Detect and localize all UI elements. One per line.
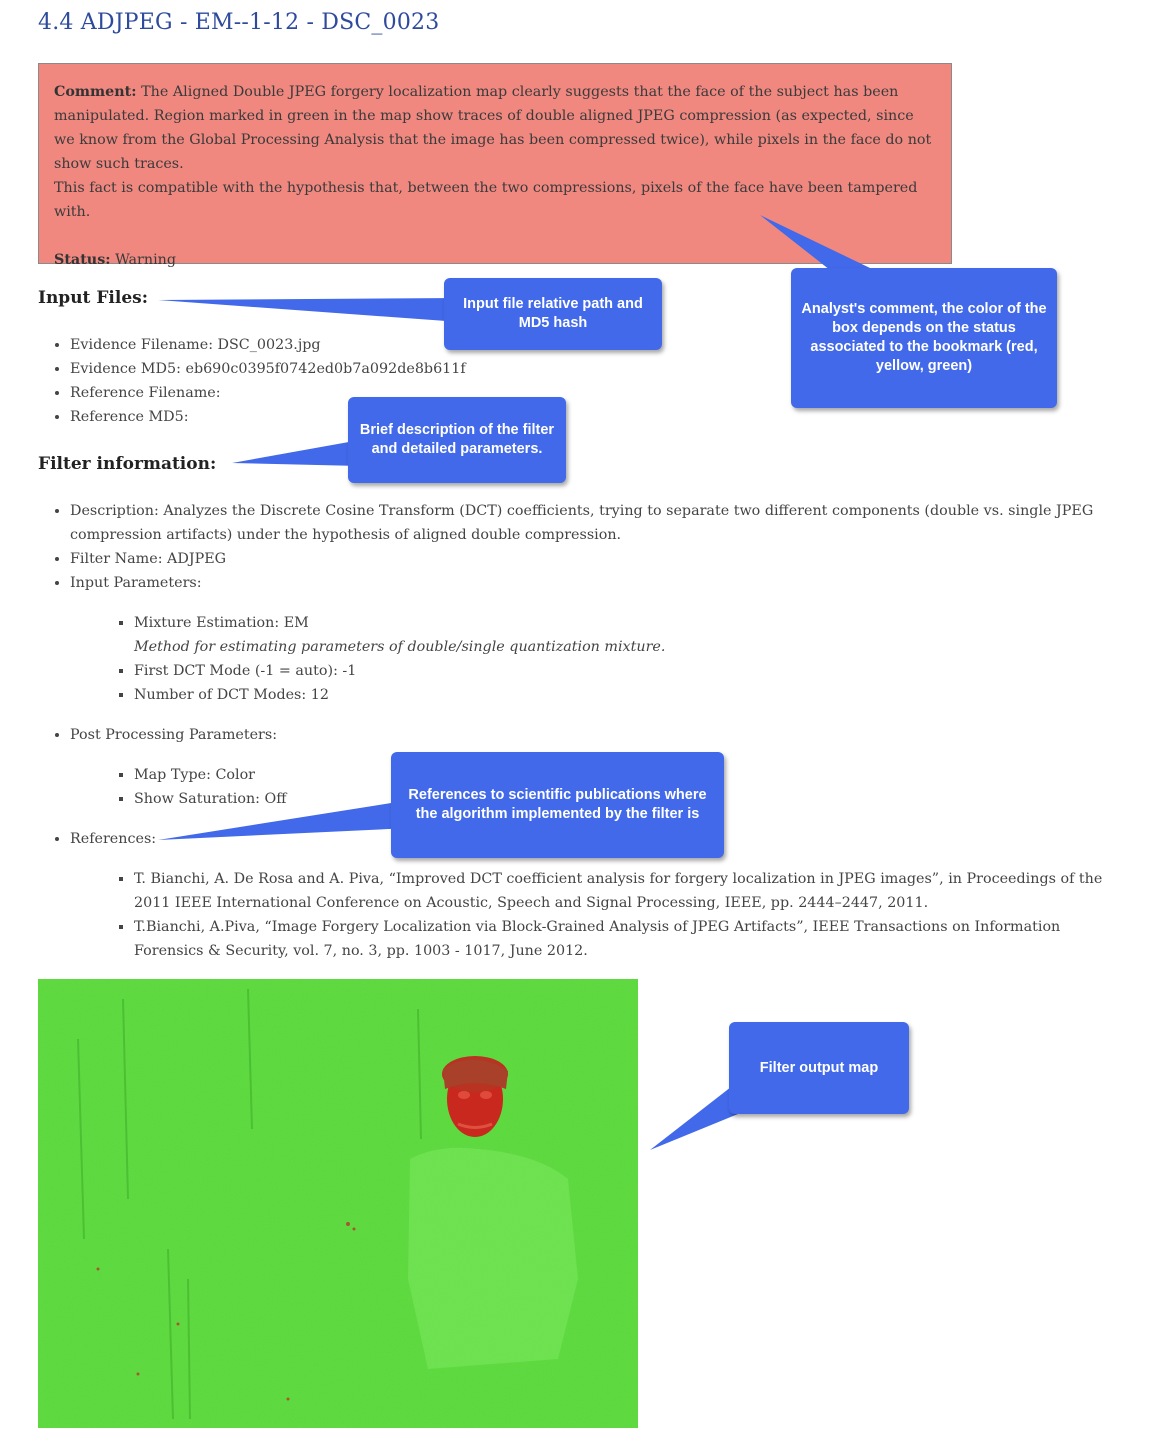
- status-value: Warning: [115, 252, 177, 268]
- param-note: Method for estimating parameters of doub…: [134, 639, 666, 655]
- comment-text: The Aligned Double JPEG forgery localiza…: [54, 84, 932, 172]
- filter-pointer: [232, 440, 360, 466]
- callout-input-file: Input file relative path and MD5 hash: [444, 278, 662, 350]
- map-streaks: [77, 988, 422, 1420]
- page-title: 4.4 ADJPEG - EM--1-12 - DSC_0023: [38, 10, 440, 35]
- list-item: Evidence Filename: DSC_0023.jpg: [70, 333, 466, 357]
- post-params-list: Post Processing Parameters:: [38, 723, 277, 747]
- comment-label: Comment:: [54, 84, 137, 100]
- references-list: References:: [38, 827, 156, 851]
- list-item: Reference MD5:: [70, 405, 466, 429]
- param-text: Mixture Estimation: EM: [134, 615, 309, 631]
- comment-paragraph: Comment: The Aligned Double JPEG forgery…: [54, 80, 936, 224]
- filter-description: Description: Analyzes the Discrete Cosin…: [70, 499, 1110, 547]
- post-params-sublist: Map Type: Color Show Saturation: Off: [114, 763, 286, 811]
- status-label: Status:: [54, 252, 111, 268]
- filter-output-map: [38, 979, 638, 1428]
- map-torso-region: [408, 1147, 578, 1369]
- callout-analyst-comment: Analyst's comment, the color of the box …: [791, 268, 1057, 408]
- list-item: Evidence MD5: eb690c0395f0742ed0b7a092de…: [70, 357, 466, 381]
- list-item: Map Type: Color: [134, 763, 286, 787]
- callout-filter-info: Brief description of the filter and deta…: [348, 397, 566, 483]
- list-item: Reference Filename:: [70, 381, 466, 405]
- list-item: Show Saturation: Off: [134, 787, 286, 811]
- comment-text-2: This fact is compatible with the hypothe…: [54, 180, 918, 220]
- status-line: Status: Warning: [54, 248, 936, 272]
- reference-item: T.Bianchi, A.Piva, “Image Forgery Locali…: [134, 915, 1104, 963]
- comment-box: Comment: The Aligned Double JPEG forgery…: [38, 63, 952, 268]
- input-files-heading: Input Files:: [38, 288, 148, 308]
- references-sublist: T. Bianchi, A. De Rosa and A. Piva, “Imp…: [114, 867, 1104, 963]
- list-item: Number of DCT Modes: 12: [134, 683, 665, 707]
- analyst-pointer: [760, 215, 870, 270]
- reference-item: T. Bianchi, A. De Rosa and A. Piva, “Imp…: [134, 867, 1104, 915]
- input-params-label: Input Parameters:: [70, 571, 1110, 595]
- callout-output-map: Filter output map: [729, 1022, 909, 1114]
- filter-name: Filter Name: ADJPEG: [70, 547, 1110, 571]
- references-pointer: [158, 800, 410, 840]
- map-tampered-face: [442, 1056, 508, 1137]
- references-label: References:: [70, 827, 156, 851]
- input-file-pointer: [158, 298, 460, 322]
- post-params-label: Post Processing Parameters:: [70, 723, 277, 747]
- callout-references: References to scientific publications wh…: [391, 752, 724, 858]
- list-item: Mixture Estimation: EM Method for estima…: [134, 611, 665, 659]
- input-files-list: Evidence Filename: DSC_0023.jpg Evidence…: [38, 333, 466, 429]
- input-params-list: Mixture Estimation: EM Method for estima…: [114, 611, 665, 707]
- map-red-specks: [96, 1222, 356, 1401]
- filter-info-heading: Filter information:: [38, 454, 217, 474]
- filter-info-list: Description: Analyzes the Discrete Cosin…: [38, 499, 1110, 595]
- list-item: First DCT Mode (-1 = auto): -1: [134, 659, 665, 683]
- pointer-group: [158, 215, 870, 1150]
